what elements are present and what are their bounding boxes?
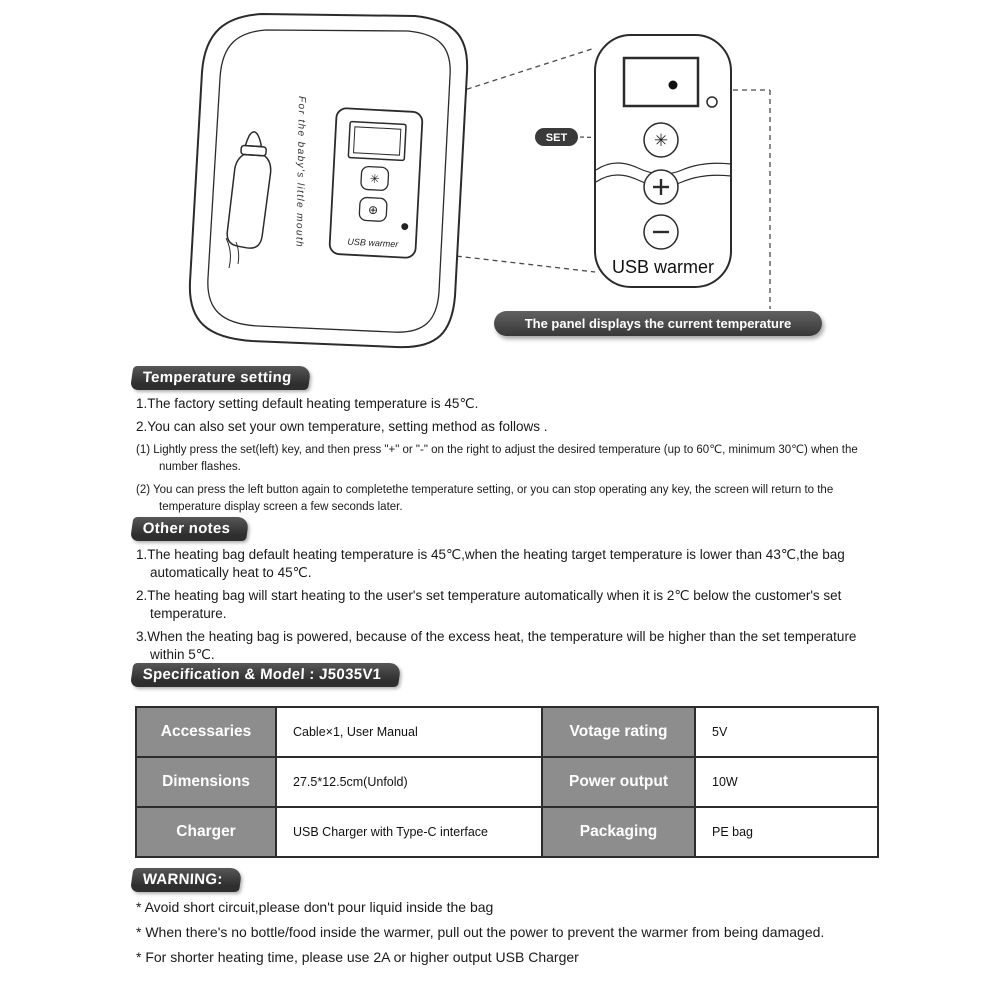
specification-table: Accessaries Cable×1, User Manual Votage … [135,706,879,858]
spec-value-votage-rating: 5V [694,706,879,758]
warning-item: * When there's no bottle/food inside the… [136,924,825,940]
spec-label-charger: Charger [135,806,277,858]
spec-label-power-output: Power output [541,756,696,808]
callout-text: The panel displays the current temperatu… [524,316,792,331]
bottle-icon [226,131,272,249]
specification-section: Specification & Model : J5035V1 [130,663,882,687]
table-row: Accessaries Cable×1, User Manual Votage … [135,706,879,758]
spec-value-dimensions: 27.5*12.5cm(Unfold) [275,756,543,808]
section-title: Other notes [142,520,231,537]
bag-panel-display-screen [353,126,402,156]
snowflake-icon: ✳ [654,131,668,150]
plus-icon [653,179,669,195]
bag-power-button [358,196,388,222]
bag-set-button [360,165,390,191]
section-header-other-notes: Other notes [130,517,250,541]
note-item: 1.The heating bag default heating temper… [136,547,845,580]
section-title: Temperature setting [142,369,293,386]
instruction-item: 2.You can also set your own temperature,… [136,419,548,434]
other-notes-section: Other notes 1.The heating bag default he… [130,517,882,664]
warning-item: * Avoid short circuit,please don't pour … [136,899,494,915]
instruction-subitem: (2) You can press the left button again … [136,484,834,513]
panel-display-dot [668,80,678,90]
bag-set-button-icon: ✳ [369,172,380,187]
bag-slogan: For the baby's little mouth [293,96,307,248]
note-item: 2.The heating bag will start heating to … [136,588,842,621]
section-title: Specification & Model : J5035V1 [142,666,382,683]
spec-value-accessaries: Cable×1, User Manual [275,706,543,758]
temperature-setting-section: Temperature setting 1.The factory settin… [130,366,882,516]
snowflake-button [643,122,679,158]
table-row: Dimensions 27.5*12.5cm(Unfold) Power out… [135,756,879,808]
product-diagram: For the baby's little mouth ✳ ⊕ USB warm… [188,12,771,349]
spec-value-packaging: PE bag [694,806,879,858]
panel-indicator-light [706,96,718,108]
spec-label-votage-rating: Votage rating [541,706,696,758]
spec-label-accessaries: Accessaries [135,706,277,758]
instruction-item: 1.The factory setting default heating te… [136,396,479,411]
bag-power-button-icon: ⊕ [368,203,379,218]
bag-outline [188,12,469,349]
spec-value-charger: USB Charger with Type-C interface [275,806,543,858]
bag-panel-display [347,120,407,162]
spec-label-packaging: Packaging [541,806,696,858]
section-header-specification: Specification & Model : J5035V1 [130,663,401,687]
spec-label-dimensions: Dimensions [135,756,277,808]
note-item: 3.When the heating bag is powered, becau… [136,629,857,662]
bag-decoration [225,237,240,269]
section-header-warning: WARNING: [130,868,243,892]
warning-item: * For shorter heating time, please use 2… [136,949,579,965]
bag-panel-label: USB warmer [347,237,399,250]
spec-value-power-output: 10W [694,756,879,808]
bag-panel-dot [401,223,409,231]
callout-banner: The panel displays the current temperatu… [494,311,822,336]
instruction-subitem: (1) Lightly press the set(left) key, and… [136,444,858,473]
bag-inner-seam [207,29,451,333]
bag-panel-outline [328,107,424,259]
set-badge-label: SET [546,132,568,144]
warning-section: WARNING: * Avoid short circuit,please do… [130,868,882,967]
section-title: WARNING: [142,871,224,888]
section-header-temperature-setting: Temperature setting [130,366,312,390]
panel-display [622,56,700,108]
table-row: Charger USB Charger with Type-C interfac… [135,806,879,858]
panel-label: USB warmer [612,257,714,277]
